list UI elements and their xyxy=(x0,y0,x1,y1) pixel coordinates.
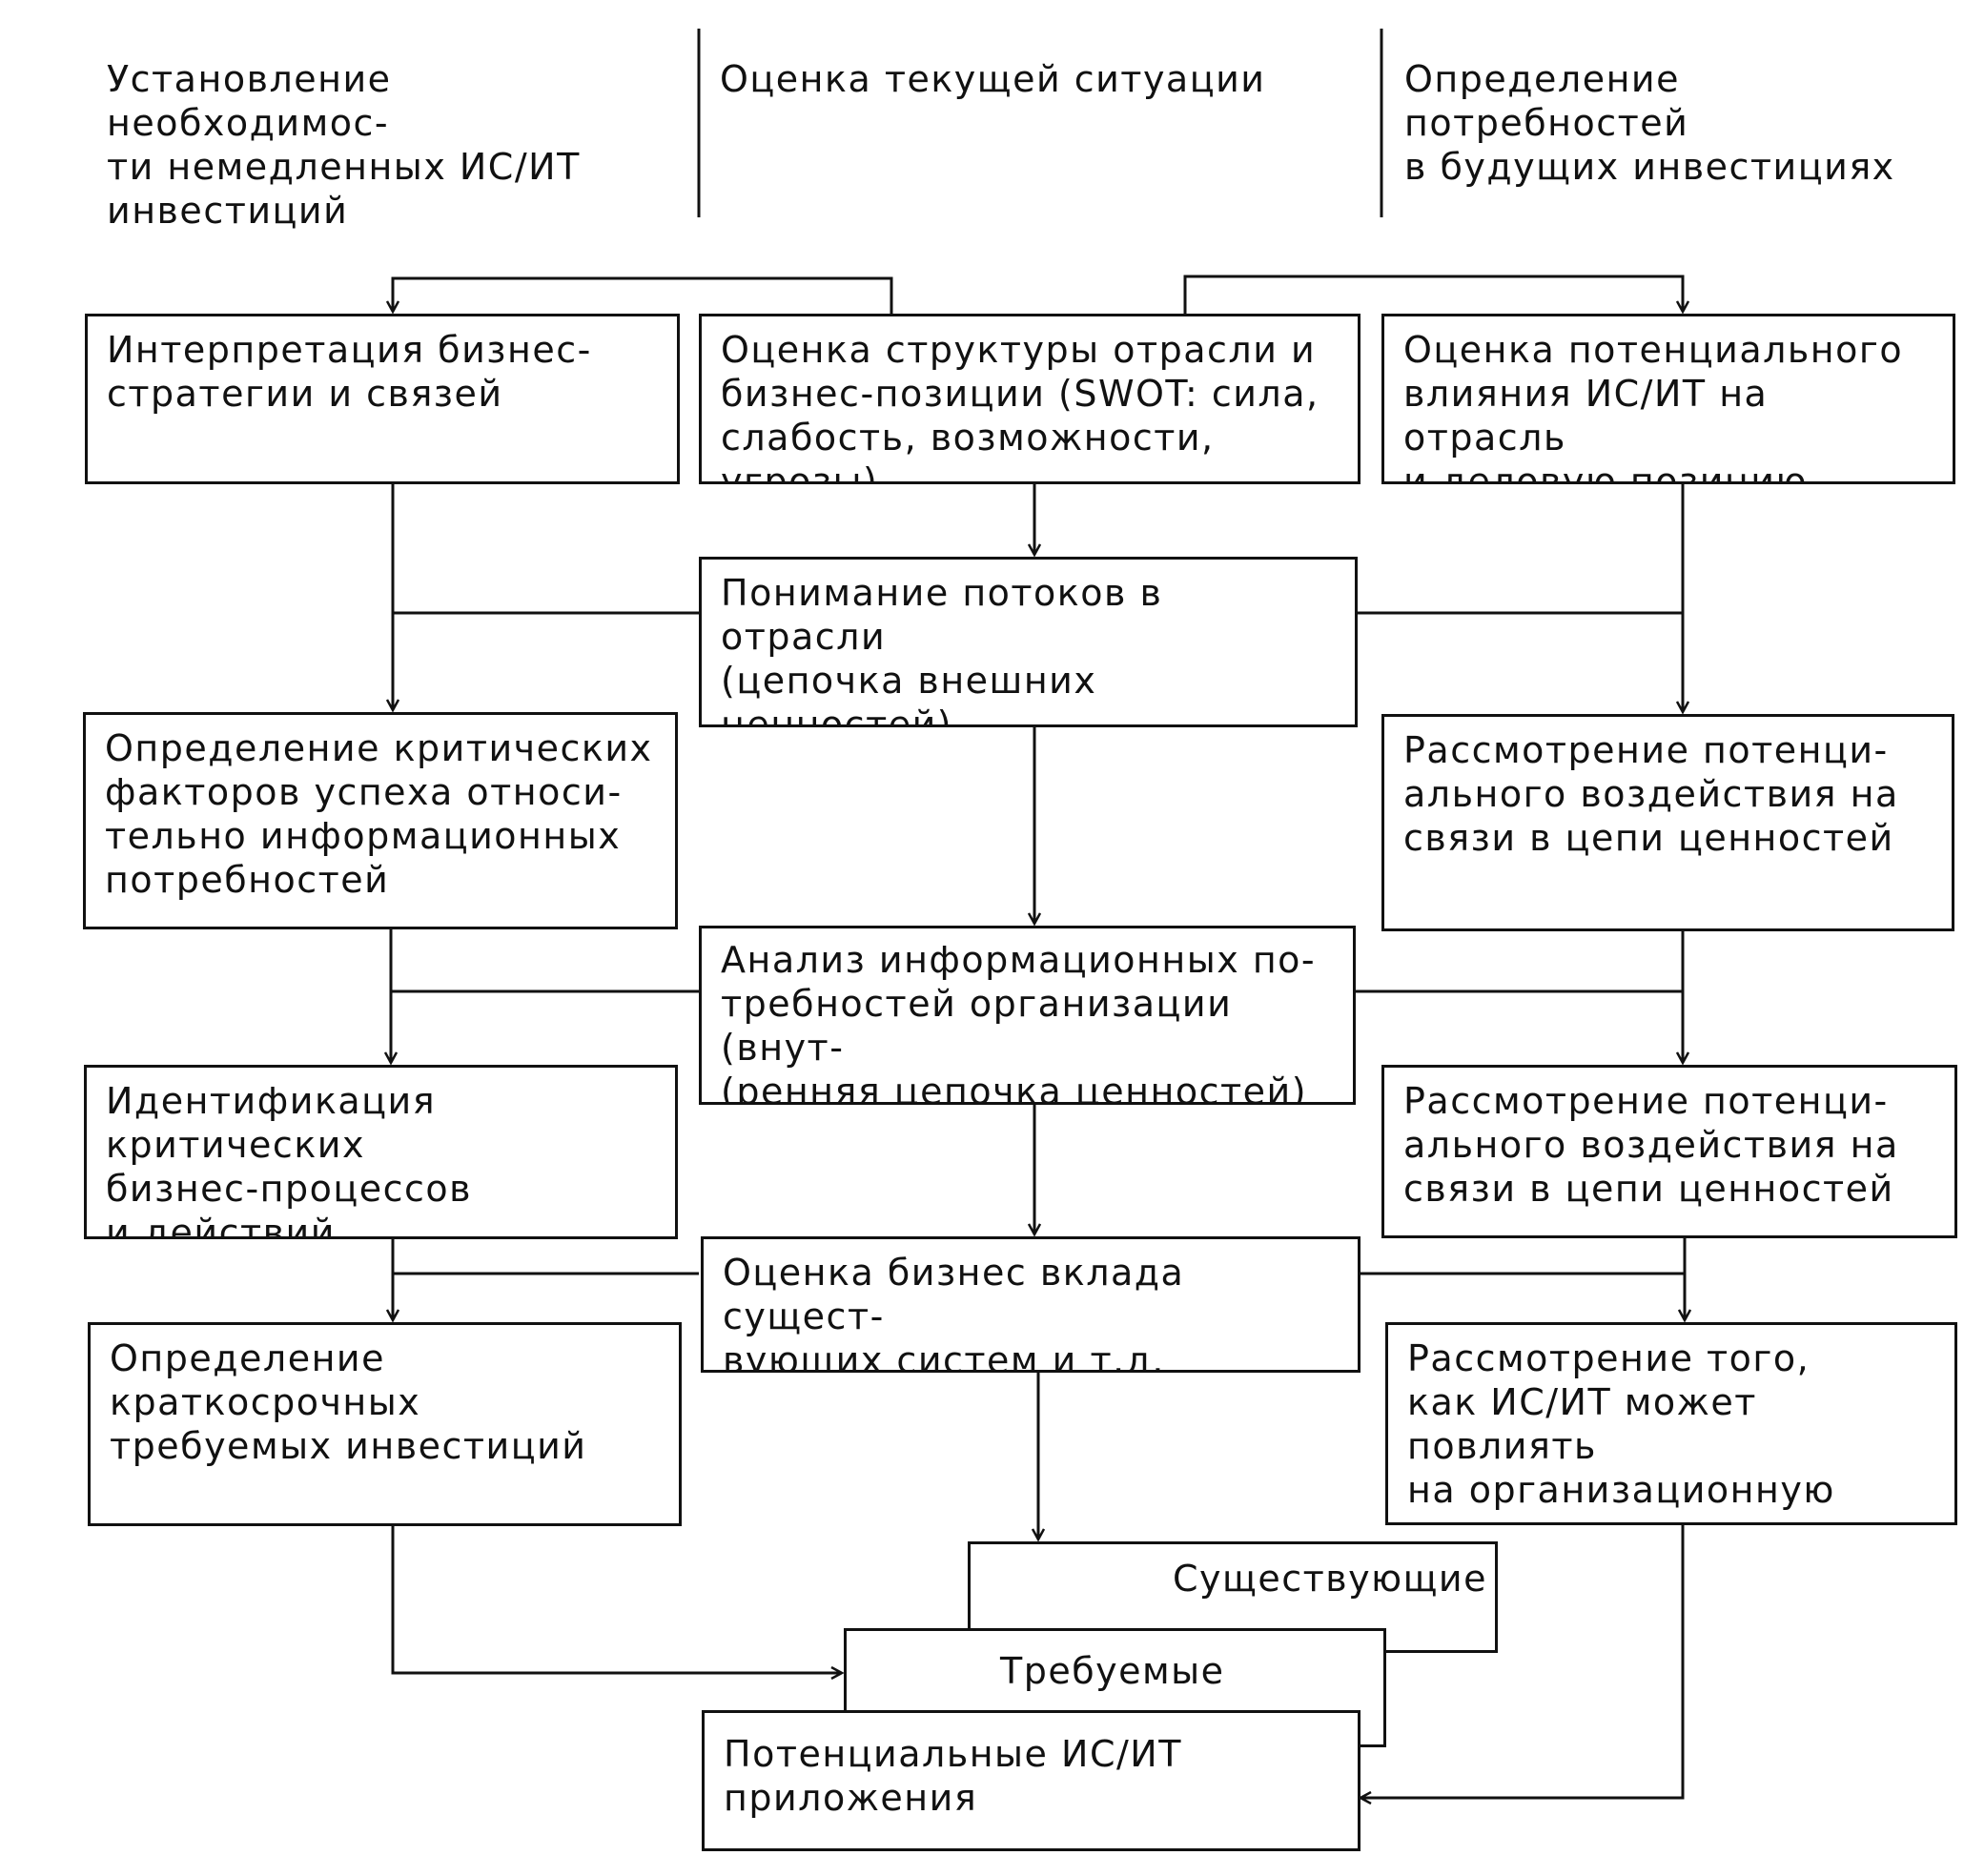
portfolio-potential-applications: Потенциальные ИС/ИТ приложения xyxy=(702,1710,1360,1851)
arrow-to-right-box1 xyxy=(1183,275,1683,314)
portfolio-existing-label: Существующие xyxy=(1173,1558,1487,1600)
arrow-to-left-box1 xyxy=(393,276,893,314)
center-box-existing-systems: Оценка бизнес вклада сущест- вующих сист… xyxy=(701,1236,1360,1373)
left-box-business-strategy: Интерпретация бизнес- стратегии и связей xyxy=(85,314,680,484)
arrow-left-to-required xyxy=(391,1526,842,1673)
center-box-swot-assessment: Оценка структуры отрасли и бизнес-позици… xyxy=(699,314,1360,484)
arrow-right-to-potential xyxy=(1360,1525,1685,1798)
right-box-value-chain-impact-2: Рассмотрение потенци- ального воздействи… xyxy=(1381,1065,1957,1238)
header-current-situation: Оценка текущей ситуации xyxy=(720,58,1266,100)
header-future-needs: Определение потребностей в будущих инвес… xyxy=(1404,58,1895,188)
right-box-value-chain-impact-1: Рассмотрение потенци- ального воздействи… xyxy=(1381,714,1954,931)
center-box-industry-flows: Понимание потоков в отрасли (цепочка вне… xyxy=(699,557,1358,727)
right-box-potential-impact: Оценка потенциального влияния ИС/ИТ на о… xyxy=(1381,314,1955,484)
left-box-short-term-investment: Определение краткосрочных требуемых инве… xyxy=(88,1322,682,1526)
left-box-critical-success-factors: Определение критических факторов успеха … xyxy=(83,712,678,929)
center-box-internal-value-chain: Анализ информационных по- требностей орг… xyxy=(699,926,1356,1105)
portfolio-required-label: Требуемые xyxy=(1000,1650,1225,1692)
header-immediate-investment: Установление необходимос- ти немедленных… xyxy=(107,58,581,232)
right-box-organizational-structure: Рассмотрение того, как ИС/ИТ может повли… xyxy=(1385,1322,1957,1525)
left-box-critical-processes: Идентификация критических бизнес-процесс… xyxy=(84,1065,678,1239)
